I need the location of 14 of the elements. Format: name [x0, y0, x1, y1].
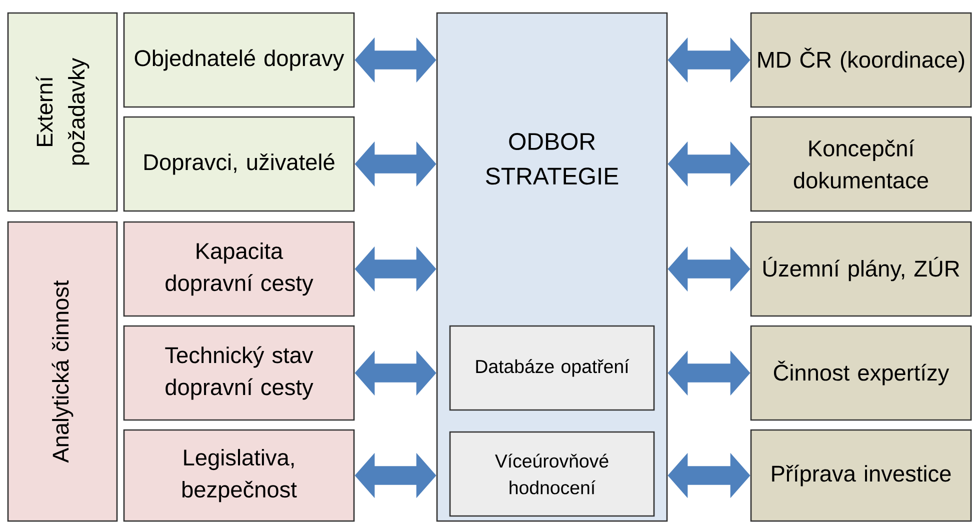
module-box: Databáze opatření: [449, 325, 655, 411]
input-box: Kapacita dopravní cesty: [123, 221, 355, 317]
module-box: Víceúrovňové hodnocení: [449, 431, 655, 517]
output-box: MD ČR (koordinace): [750, 12, 972, 108]
output-box: Příprava investice: [750, 429, 972, 522]
input-box: Technický stav dopravní cesty: [123, 325, 355, 421]
output-box: Koncepční dokumentace: [750, 116, 972, 212]
output-box: Činnost expertízy: [750, 325, 972, 421]
input-box: Objednatelé dopravy: [123, 12, 355, 108]
group-box: Externí požadavky: [7, 12, 118, 212]
group-box: Analytická činnost: [7, 221, 118, 522]
input-box: Legislativa, bezpečnost: [123, 429, 355, 522]
input-box: Dopravci, uživatelé: [123, 116, 355, 212]
output-box: Územní plány, ZÚR: [750, 221, 972, 317]
